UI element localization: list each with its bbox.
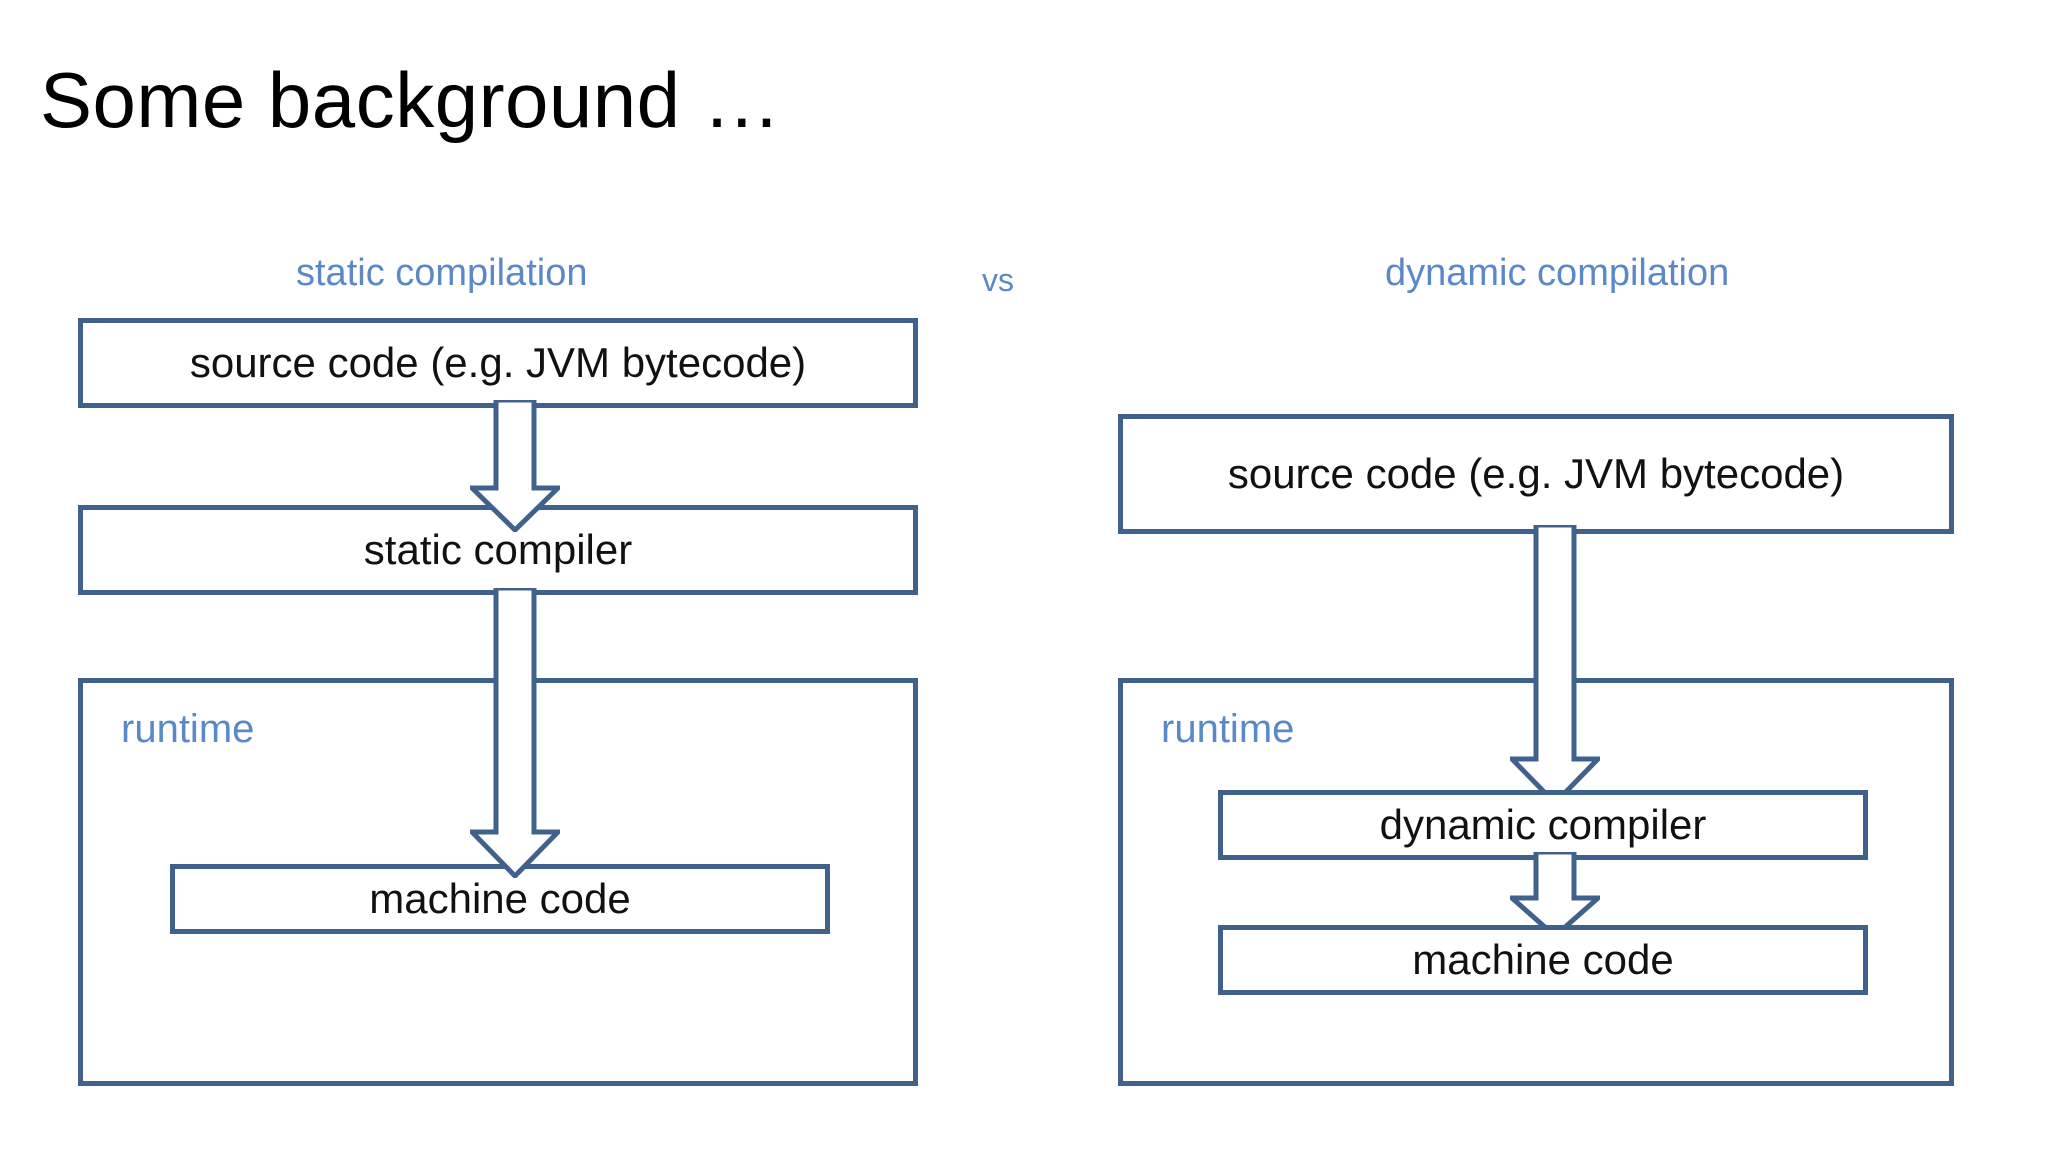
- right-compiler-to-machine-arrow-icon: [1505, 849, 1605, 940]
- right-runtime-label: runtime: [1161, 707, 1295, 751]
- page-title: Some background …: [40, 56, 782, 144]
- left-source-code-box: source code (e.g. JVM bytecode): [78, 318, 918, 408]
- right-machine-code-box: machine code: [1218, 925, 1868, 995]
- column-header-dynamic-compilation: dynamic compilation: [1385, 252, 1730, 294]
- right-dynamic-compiler-box: dynamic compiler: [1218, 790, 1868, 860]
- right-source-code-box: source code (e.g. JVM bytecode): [1118, 414, 1954, 534]
- right-source-code-label: source code (e.g. JVM bytecode): [1227, 450, 1845, 497]
- right-dynamic-compiler-label: dynamic compiler: [1379, 801, 1707, 848]
- left-static-compiler-label: static compiler: [363, 526, 633, 573]
- left-compiler-to-machine-arrow-icon: [466, 585, 564, 880]
- left-source-code-label: source code (e.g. JVM bytecode): [189, 339, 807, 386]
- left-runtime-label: runtime: [121, 707, 255, 751]
- right-machine-code-label: machine code: [1412, 936, 1674, 983]
- right-source-to-compiler-arrow-icon: [1506, 522, 1604, 807]
- column-separator-vs: vs: [982, 262, 1014, 298]
- column-header-static-compilation: static compilation: [296, 252, 588, 294]
- left-machine-code-label: machine code: [369, 875, 631, 922]
- left-source-to-compiler-arrow-icon: [465, 397, 565, 534]
- left-machine-code-box: machine code: [170, 864, 830, 934]
